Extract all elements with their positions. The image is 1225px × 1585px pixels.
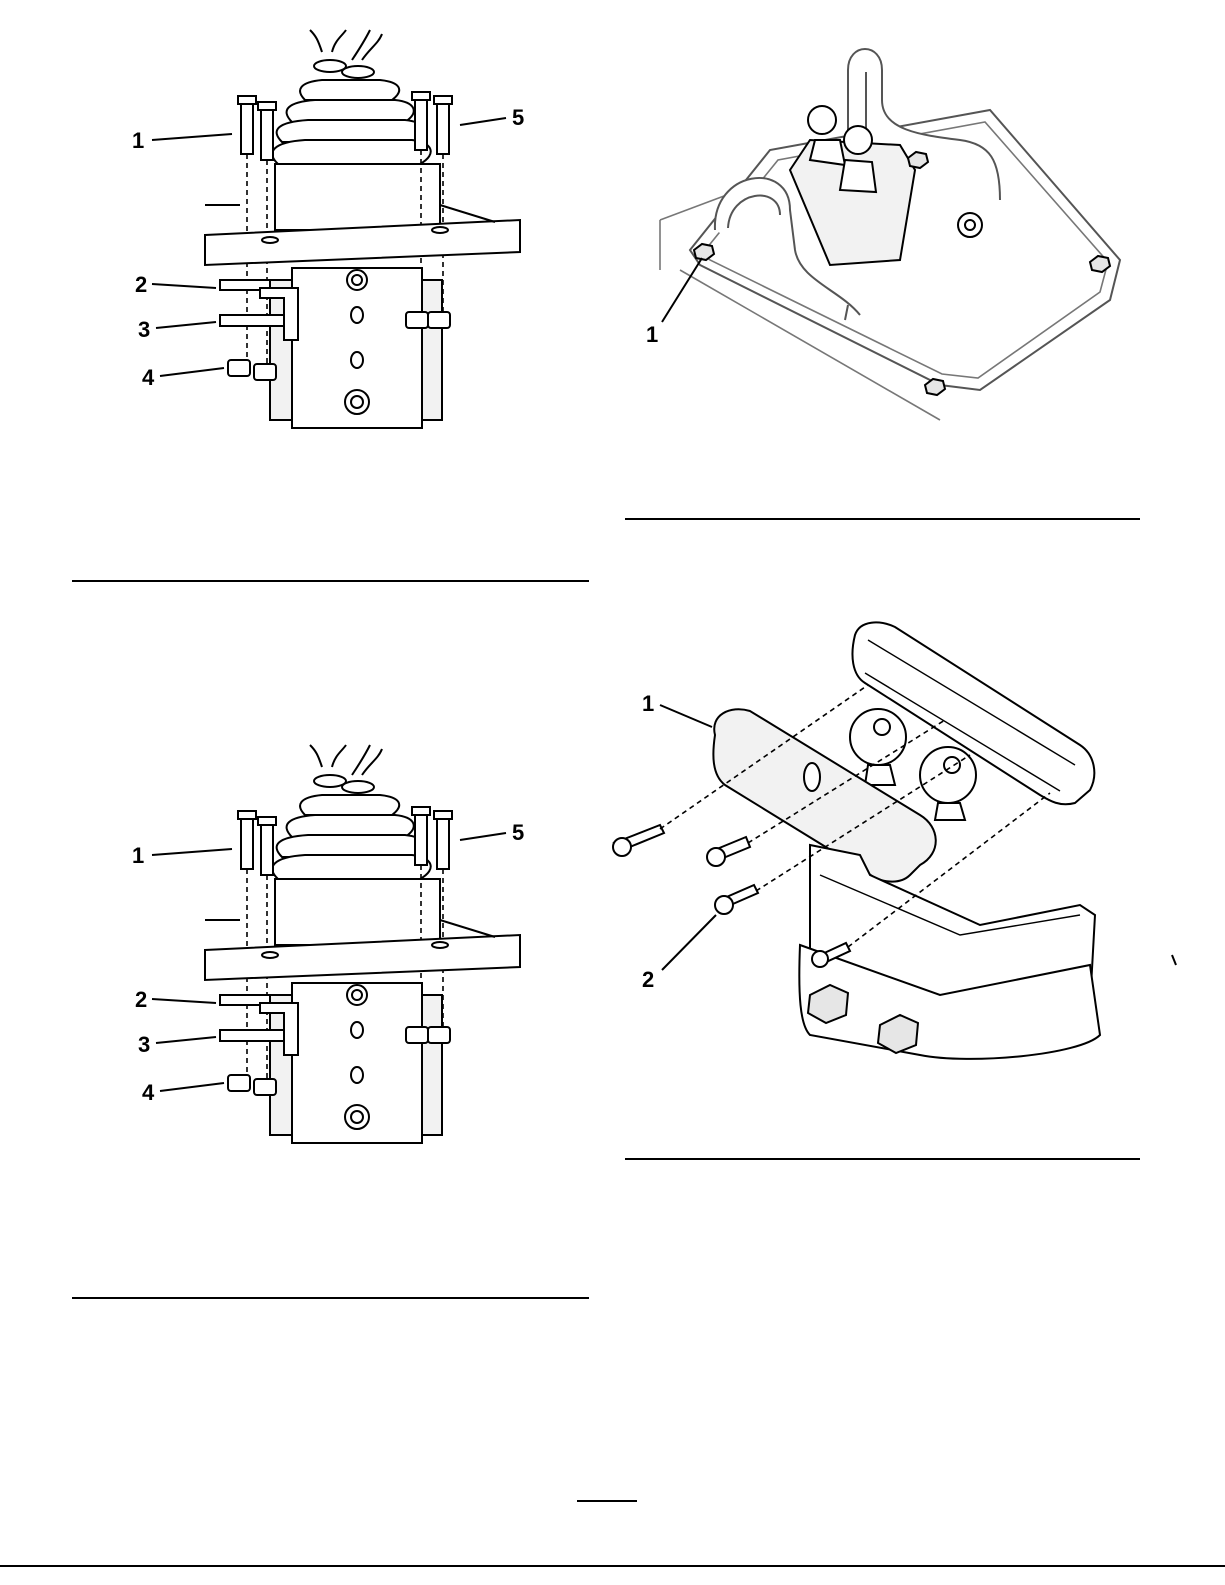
footer-rule <box>0 1565 1225 1567</box>
callout-2: 2 <box>642 967 654 992</box>
joystick-mount-illustration: 1 2 3 4 5 <box>60 30 580 470</box>
callout-5: 5 <box>512 820 524 845</box>
callout-4: 4 <box>142 1080 155 1105</box>
callout-3: 3 <box>138 1032 150 1057</box>
figure-control-panel-nuts: 1 <box>620 40 1160 460</box>
callout-3: 3 <box>138 317 150 342</box>
callout-1: 1 <box>642 691 654 716</box>
figure-divider-upper-right <box>625 518 1140 520</box>
handle-cover-illustration: 1 2 <box>620 615 1180 1075</box>
figure-joystick-mount-upper: 1 2 3 4 5 <box>60 30 580 470</box>
figure-divider-lower-right <box>625 1158 1140 1160</box>
joystick-mount-illustration-lower: 1 2 3 4 5 <box>60 745 580 1185</box>
callout-1: 1 <box>646 322 658 347</box>
control-panel-illustration: 1 <box>620 40 1160 460</box>
figure-divider-lower-left <box>72 1297 589 1299</box>
callout-4: 4 <box>142 365 155 390</box>
callout-1: 1 <box>132 128 144 153</box>
callout-5: 5 <box>512 105 524 130</box>
callout-2: 2 <box>135 987 147 1012</box>
figure-divider-upper-left <box>72 580 589 582</box>
page-number-placeholder <box>577 1500 637 1502</box>
callout-1: 1 <box>132 843 144 868</box>
figure-handle-cover-screws: 1 2 <box>620 615 1180 1075</box>
figure-joystick-mount-lower: 1 2 3 4 5 <box>60 745 580 1185</box>
callout-2: 2 <box>135 272 147 297</box>
